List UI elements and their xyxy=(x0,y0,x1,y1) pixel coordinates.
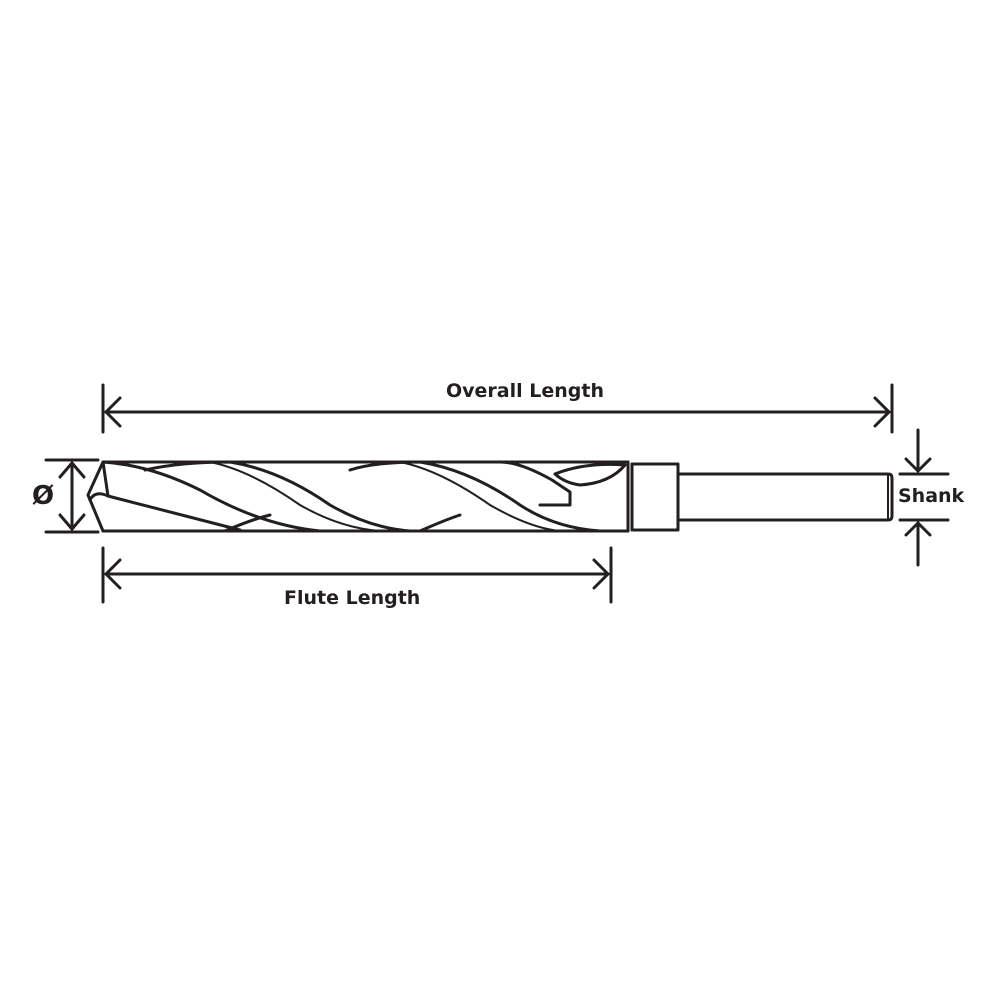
shank-label: Shank xyxy=(898,485,965,507)
diameter-dimension xyxy=(44,458,100,534)
shank-dimension xyxy=(898,428,950,567)
diameter-label: Ø xyxy=(32,481,55,511)
overall-length-dimension xyxy=(101,383,894,434)
overall-length-label: Overall Length xyxy=(446,380,604,402)
flute-length-dimension xyxy=(101,546,613,604)
drill-bit xyxy=(86,460,894,533)
flute-length-label: Flute Length xyxy=(284,587,421,609)
